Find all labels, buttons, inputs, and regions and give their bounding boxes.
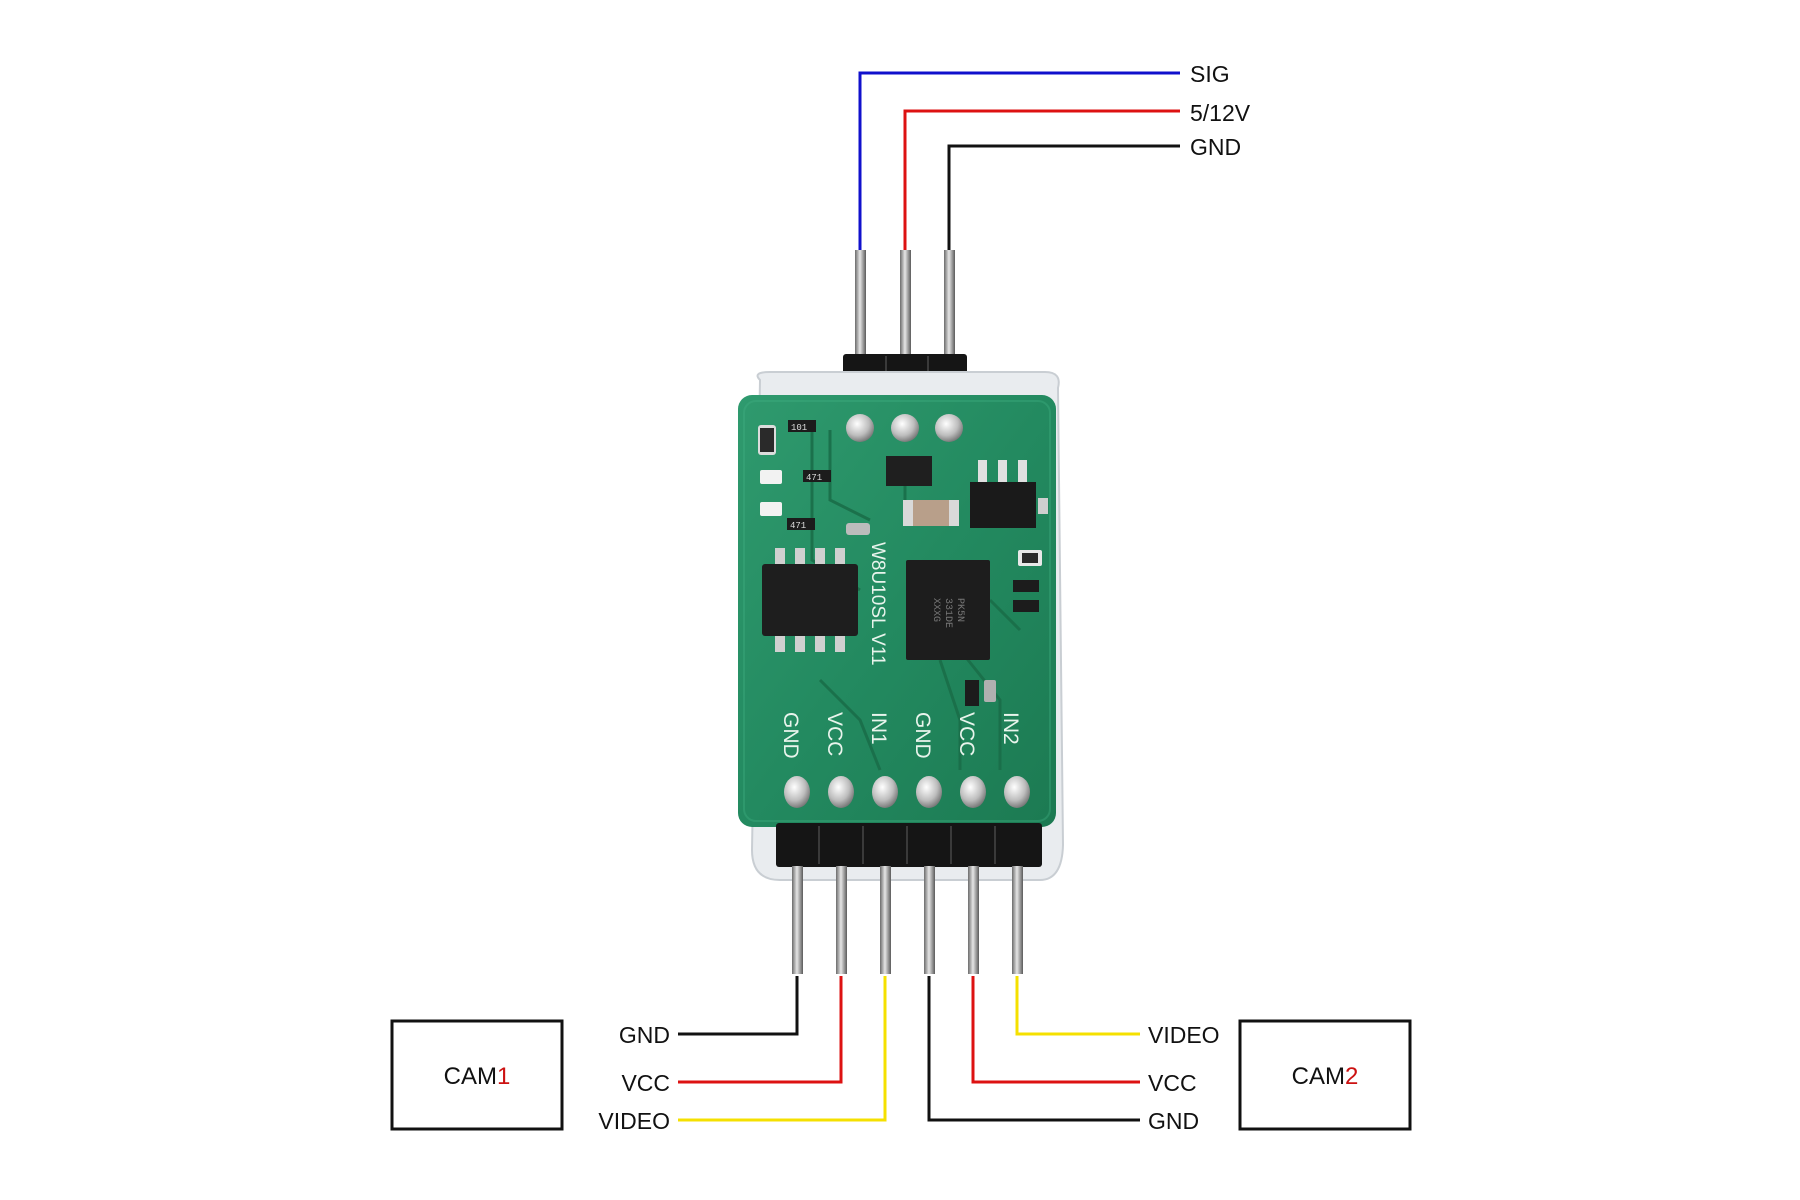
cam2-number: 2	[1345, 1063, 1358, 1090]
voltage-regulator	[970, 482, 1036, 528]
board: 101 471 471	[738, 371, 1065, 881]
bottom-pin-header	[776, 823, 1042, 974]
chip-mark-1: PK5N	[954, 598, 965, 622]
pin-labels: GND VCC IN1 GND VCC IN2	[779, 712, 1022, 759]
transistor	[886, 456, 932, 486]
resistor-1-code: 101	[791, 423, 807, 433]
bottom-pads	[784, 776, 1030, 808]
power-label: 5/12V	[1190, 100, 1251, 126]
pin-label-3: IN1	[867, 712, 890, 745]
cam2-box: CAM2	[1238, 1019, 1412, 1131]
top-pin-1	[855, 250, 866, 358]
sig-label: SIG	[1190, 61, 1230, 87]
cam1-vcc-label: VCC	[621, 1070, 670, 1096]
bottom-header-housing	[776, 823, 1042, 867]
cam1-gnd-wire	[678, 976, 799, 1036]
cam2-wires: VIDEO VCC GND	[927, 976, 1220, 1134]
top-pad-2	[891, 414, 919, 442]
cam2-gnd-wire	[927, 976, 1140, 1122]
cap-lower	[984, 680, 996, 702]
cam1-video-label: VIDEO	[598, 1108, 670, 1134]
cam1-label: CAM1	[444, 1063, 511, 1090]
top-pin-2	[900, 250, 911, 358]
resistor-2-code: 471	[806, 473, 822, 483]
cam1-number: 1	[497, 1063, 510, 1090]
smd-right-2	[1013, 580, 1039, 592]
led-1	[760, 470, 782, 484]
cam2-prefix: CAM	[1292, 1063, 1345, 1090]
pin-label-1: GND	[779, 712, 802, 759]
pin-label-2: VCC	[823, 712, 846, 756]
cap-small	[846, 523, 870, 535]
gnd-label-top: GND	[1190, 134, 1241, 160]
cam1-video-wire	[678, 976, 887, 1122]
cam1-wires: GND VCC VIDEO	[598, 976, 887, 1134]
resistor-2	[803, 470, 831, 482]
cam1-prefix: CAM	[444, 1063, 497, 1090]
resistor-1	[788, 420, 816, 432]
bottom-pin-4	[924, 866, 935, 974]
bottom-pin-1	[792, 866, 803, 974]
chip-mark-2: 331DE	[942, 598, 953, 628]
cam1-vcc-wire	[678, 976, 843, 1084]
resistor-4	[965, 680, 979, 706]
top-wires: SIG 5/12V GND	[858, 61, 1251, 252]
top-pad-1	[846, 414, 874, 442]
cam2-video-wire	[1015, 976, 1140, 1036]
chip-mark-3: XXXG	[930, 598, 941, 622]
led-2	[760, 502, 782, 516]
bottom-pin-6	[1012, 866, 1023, 974]
cam2-video-label: VIDEO	[1148, 1022, 1220, 1048]
pin-label-5: VCC	[955, 712, 978, 756]
cam1-box: CAM1	[390, 1019, 564, 1131]
bottom-pin-5	[968, 866, 979, 974]
bottom-pin-2	[836, 866, 847, 974]
resistor-3-code: 471	[790, 521, 806, 531]
sig-wire	[858, 71, 1180, 252]
smd-right-3	[1013, 600, 1039, 612]
pin-label-4: GND	[911, 712, 934, 759]
board-marking: W8U10SL V11	[867, 542, 888, 666]
pin-label-6: IN2	[999, 712, 1022, 745]
tssop-chip: PK5N 331DE XXXG	[906, 560, 990, 660]
cam2-vcc-wire	[971, 976, 1140, 1084]
bottom-pin-3	[880, 866, 891, 974]
top-pad-3	[935, 414, 963, 442]
cam2-vcc-label: VCC	[1148, 1070, 1197, 1096]
capacitor	[903, 500, 959, 526]
cam2-gnd-label: GND	[1148, 1108, 1199, 1134]
cam1-gnd-label: GND	[619, 1022, 670, 1048]
cam2-label: CAM2	[1292, 1063, 1359, 1090]
top-pin-header	[843, 250, 967, 392]
top-pin-3	[944, 250, 955, 358]
soic-chip	[762, 548, 858, 652]
power-wire	[903, 109, 1180, 252]
resistor-3	[787, 518, 815, 530]
gnd-wire-top	[947, 144, 1180, 252]
